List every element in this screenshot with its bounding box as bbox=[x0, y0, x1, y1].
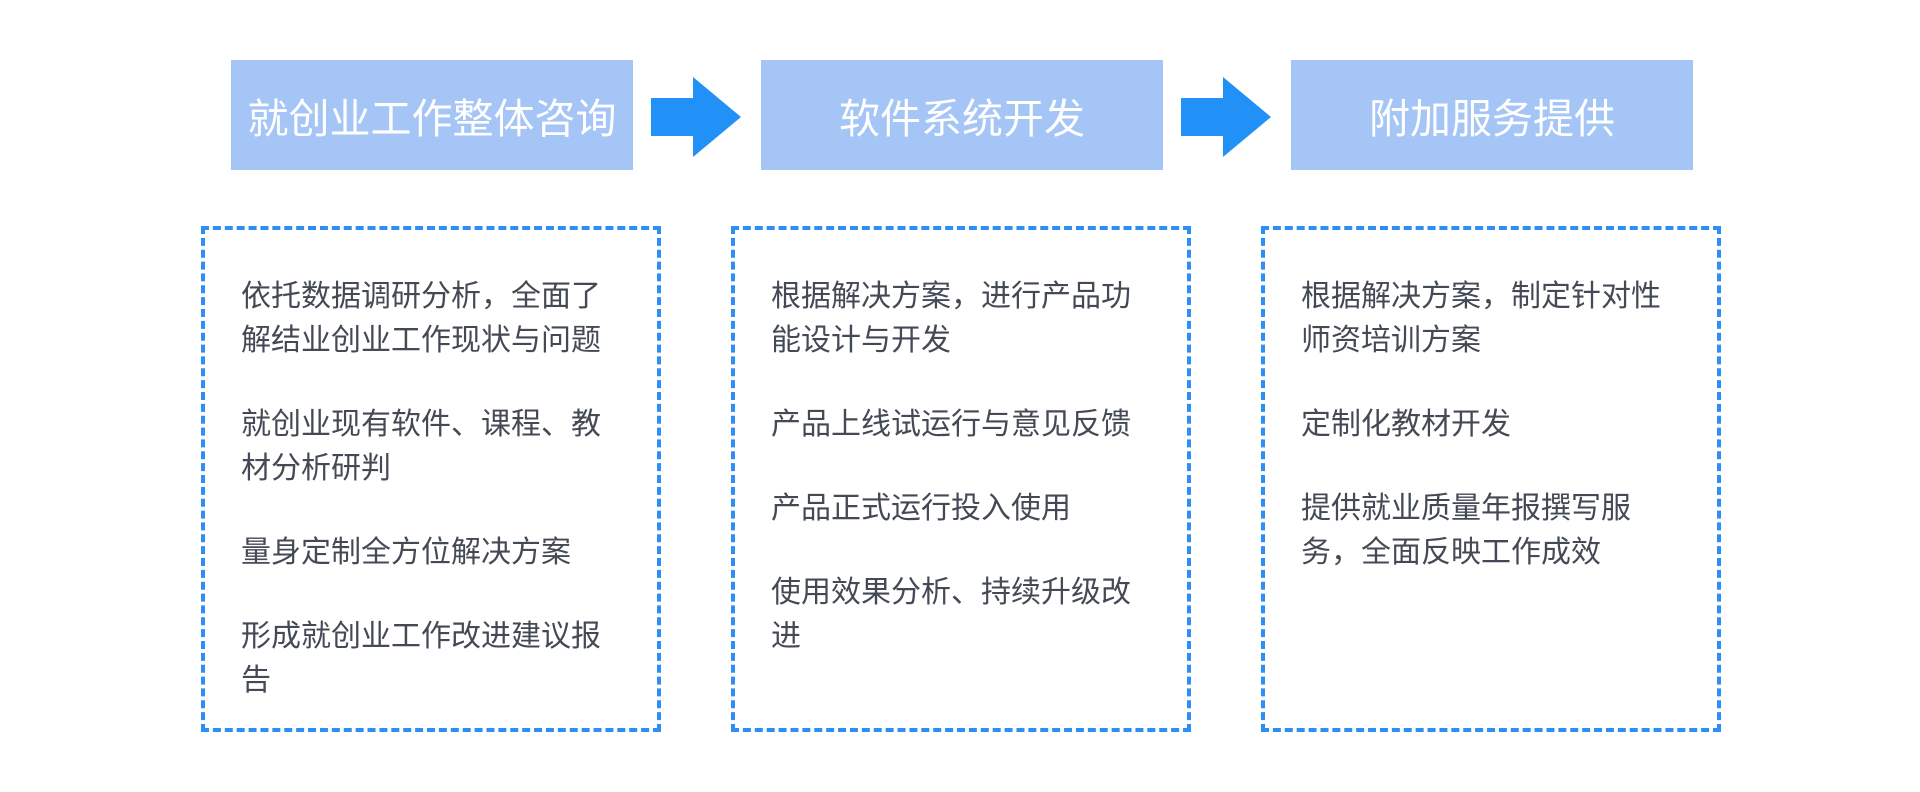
detail-item: 就创业现有软件、课程、教材分析研判 bbox=[241, 407, 601, 486]
stage-header-software: 软件系统开发 bbox=[761, 60, 1163, 170]
right-arrow-icon bbox=[651, 77, 741, 157]
detail-item: 形成就创业工作改进建议报告 bbox=[241, 619, 601, 698]
detail-item: 依托数据调研分析，全面了解结业创业工作现状与问题 bbox=[241, 279, 601, 358]
detail-item: 提供就业质量年报撰写服务，全面反映工作成效 bbox=[1301, 491, 1631, 570]
detail-item: 产品上线试运行与意见反馈 bbox=[771, 407, 1131, 442]
stage-header-consulting: 就创业工作整体咨询 bbox=[231, 60, 633, 170]
stage-details-software: 根据解决方案，进行产品功能设计与开发 产品上线试运行与意见反馈 产品正式运行投入… bbox=[731, 226, 1191, 732]
detail-list: 根据解决方案，制定针对性师资培训方案 定制化教材开发 提供就业质量年报撰写服务，… bbox=[1301, 275, 1687, 575]
stage-title: 就创业工作整体咨询 bbox=[247, 95, 617, 143]
detail-item: 根据解决方案，进行产品功能设计与开发 bbox=[771, 279, 1131, 358]
stage-title: 软件系统开发 bbox=[839, 95, 1085, 143]
detail-item: 根据解决方案，制定针对性师资培训方案 bbox=[1301, 279, 1661, 358]
detail-item: 定制化教材开发 bbox=[1301, 407, 1511, 442]
detail-list: 依托数据调研分析，全面了解结业创业工作现状与问题 就创业现有软件、课程、教材分析… bbox=[241, 275, 627, 703]
detail-item: 使用效果分析、持续升级改进 bbox=[771, 575, 1131, 654]
stage-details-consulting: 依托数据调研分析，全面了解结业创业工作现状与问题 就创业现有软件、课程、教材分析… bbox=[201, 226, 661, 732]
detail-item: 产品正式运行投入使用 bbox=[771, 491, 1071, 526]
right-arrow-icon bbox=[1181, 77, 1271, 157]
stage-title: 附加服务提供 bbox=[1369, 95, 1615, 143]
detail-item: 量身定制全方位解决方案 bbox=[241, 535, 571, 570]
stage-details-services: 根据解决方案，制定针对性师资培训方案 定制化教材开发 提供就业质量年报撰写服务，… bbox=[1261, 226, 1721, 732]
detail-list: 根据解决方案，进行产品功能设计与开发 产品上线试运行与意见反馈 产品正式运行投入… bbox=[771, 275, 1157, 659]
stage-header-services: 附加服务提供 bbox=[1291, 60, 1693, 170]
arrow-shape bbox=[651, 77, 741, 157]
arrow-shape bbox=[1181, 77, 1271, 157]
